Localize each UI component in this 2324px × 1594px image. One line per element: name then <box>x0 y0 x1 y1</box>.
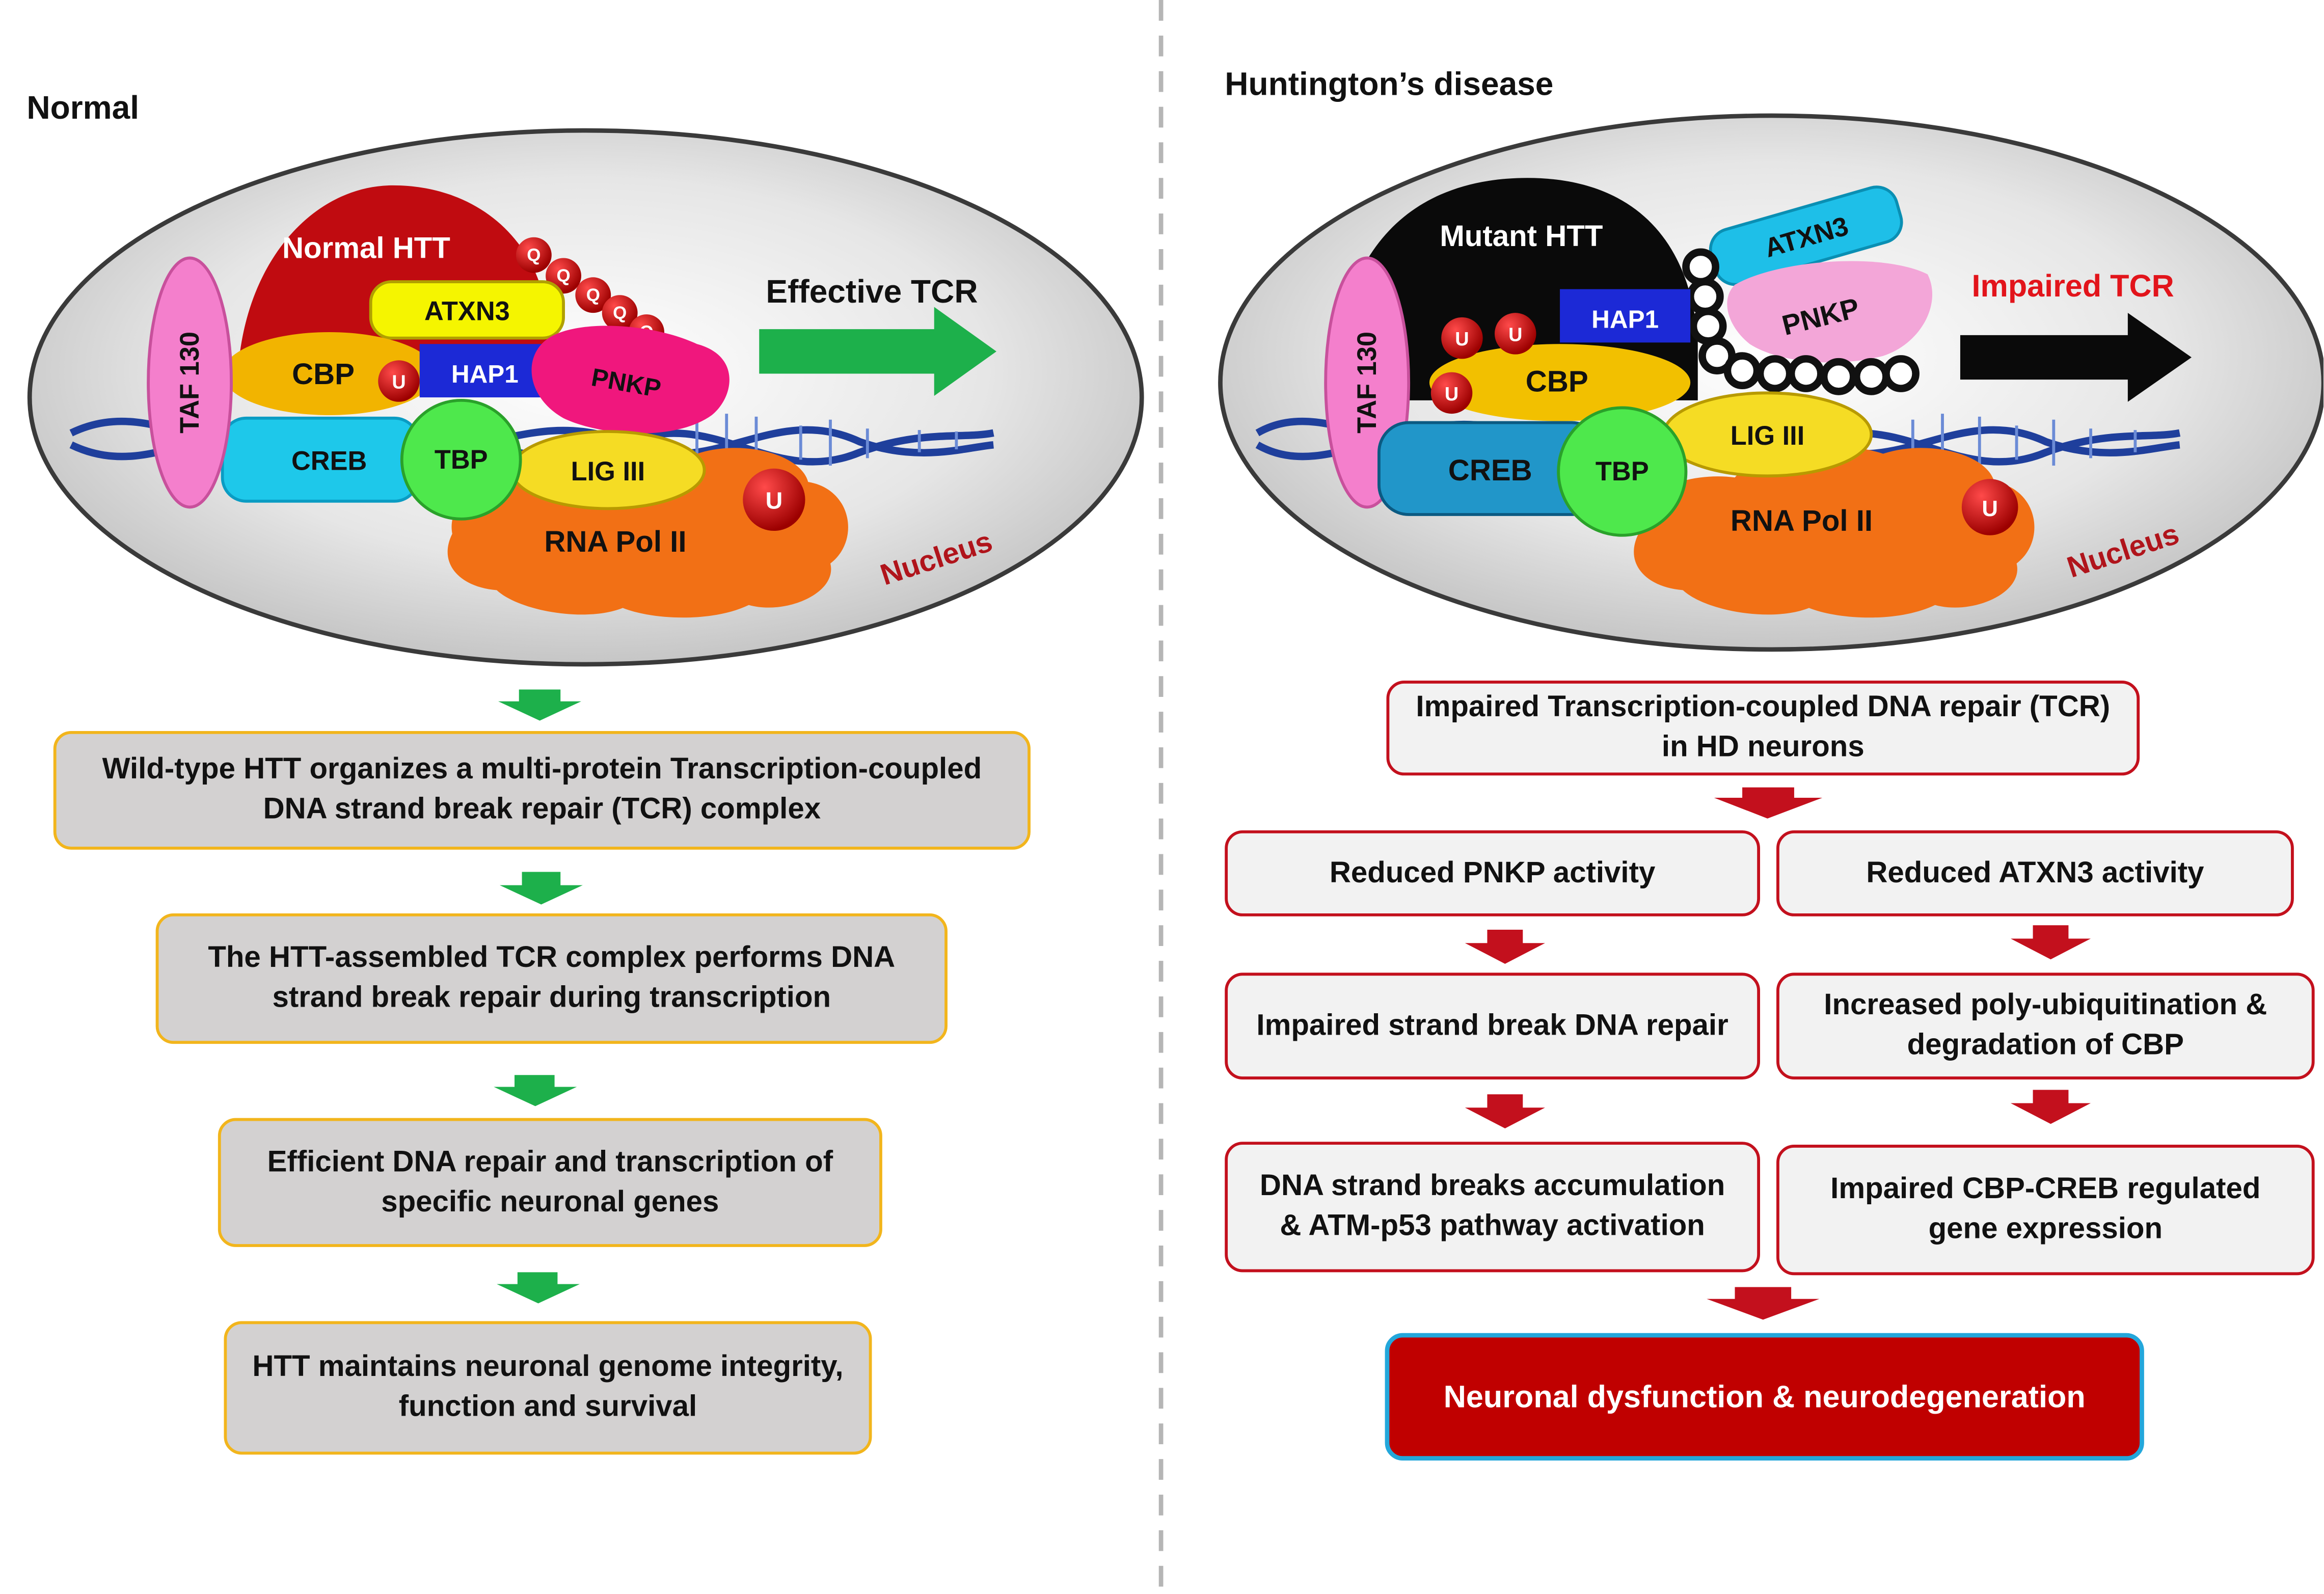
svg-text:TBP: TBP <box>435 445 488 475</box>
svg-text:U: U <box>1445 384 1458 405</box>
hd-cbp <box>1429 344 1691 421</box>
svg-text:TAF 130: TAF 130 <box>1353 332 1382 434</box>
ubiquitin-ball-icon <box>378 360 420 402</box>
normal-atxn3 <box>369 280 565 340</box>
red-down-arrow-icon <box>1465 787 2091 1320</box>
normal-heading: Normal <box>26 89 140 126</box>
svg-text:LIG III: LIG III <box>1731 421 1805 451</box>
svg-text:LIG III: LIG III <box>571 457 645 487</box>
hd-hap1 <box>1560 289 1691 343</box>
svg-text:RNA Pol II: RNA Pol II <box>544 525 686 558</box>
mutant-htt-shape <box>1334 178 1698 400</box>
svg-text:CBP: CBP <box>292 358 355 391</box>
ubiquitin-ball-icon <box>1961 479 2018 535</box>
normal-complex: Normal HTT QQ QQ Q ATXN3 CBP U HAP1 PNKP… <box>27 128 1144 667</box>
svg-text:Mutant HTT: Mutant HTT <box>1440 220 1603 253</box>
hd-right-3: Impaired CBP-CREB regulated gene express… <box>1776 1145 2315 1276</box>
impaired-tcr-label: Impaired TCR <box>1972 268 2174 303</box>
svg-text:Q: Q <box>586 285 600 305</box>
svg-text:CREB: CREB <box>1448 454 1532 487</box>
ubiquitin-ball-icon <box>1441 317 1483 359</box>
normal-pnkp <box>531 326 729 434</box>
hd-complex: Mutant HTT ATXN3 PNKP HAP1 CBP U U U TAF… <box>1218 113 2324 652</box>
svg-text:U: U <box>1982 496 1998 521</box>
svg-text:U: U <box>1455 329 1469 350</box>
normal-step-2: The HTT-assembled TCR complex performs D… <box>155 913 948 1044</box>
hd-top-box: Impaired Transcription-coupled DNA repai… <box>1386 681 2140 776</box>
ubiquitin-ball-icon <box>743 468 805 531</box>
ubiquitin-ball-icon <box>1494 313 1536 355</box>
hd-rna-pol-ii <box>1634 446 2035 618</box>
svg-text:U: U <box>392 372 406 393</box>
svg-text:Q: Q <box>556 266 570 286</box>
hd-heading: Huntington’s disease <box>1225 65 1554 102</box>
normal-tbp <box>400 398 522 521</box>
hd-left-3: DNA strand breaks accumulation & ATM-p53… <box>1225 1142 1760 1273</box>
normal-step-4: HTT maintains neuronal genome integrity,… <box>224 1321 872 1455</box>
svg-text:U: U <box>766 487 783 514</box>
aggregated-glutamine-bead-icon <box>1682 248 1920 395</box>
svg-text:ATXN3: ATXN3 <box>424 297 510 327</box>
normal-htt-label: Normal HTT <box>282 231 450 264</box>
normal-taf130 <box>147 256 233 509</box>
svg-text:TBP: TBP <box>1596 457 1649 487</box>
hd-left-2: Impaired strand break DNA repair <box>1225 972 1760 1079</box>
normal-hap1 <box>419 344 550 398</box>
hd-right-2: Increased poly-ubiquitination & degradat… <box>1776 972 2315 1079</box>
hd-tbp <box>1557 406 1688 537</box>
normal-cbp <box>222 332 436 415</box>
effective-tcr-label: Effective TCR <box>766 273 978 310</box>
svg-text:U: U <box>1508 324 1522 345</box>
svg-text:Q: Q <box>527 245 541 265</box>
hd-pnkp <box>1727 261 1933 363</box>
svg-text:HAP1: HAP1 <box>1591 305 1659 333</box>
svg-text:CBP: CBP <box>1526 365 1588 398</box>
svg-text:TAF 130: TAF 130 <box>175 332 205 434</box>
normal-step-1: Wild-type HTT organizes a multi-protein … <box>53 731 1031 850</box>
svg-text:Q: Q <box>613 303 627 323</box>
hd-left-1: Reduced PNKP activity <box>1225 830 1760 916</box>
normal-step-3: Efficient DNA repair and transcription o… <box>218 1118 882 1247</box>
ubiquitin-ball-icon <box>1430 372 1473 414</box>
svg-text:RNA Pol II: RNA Pol II <box>1731 504 1873 537</box>
svg-text:CREB: CREB <box>291 447 367 476</box>
hd-right-1: Reduced ATXN3 activity <box>1776 830 2294 916</box>
hd-final-box: Neuronal dysfunction & neurodegeneration <box>1385 1333 2144 1461</box>
svg-text:HAP1: HAP1 <box>451 360 519 388</box>
black-block-arrow-icon <box>1960 313 2192 402</box>
